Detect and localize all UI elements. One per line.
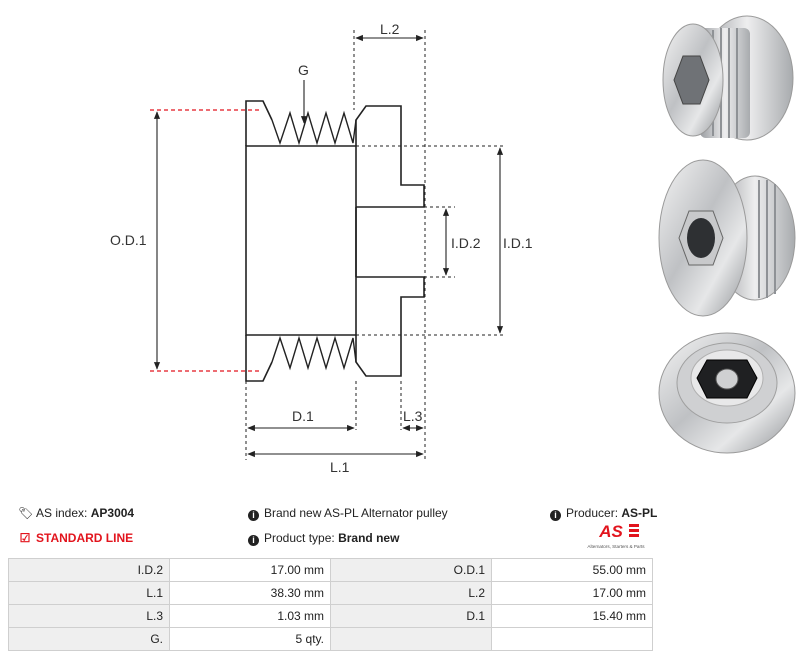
info-icon: i bbox=[248, 510, 259, 521]
info-icon: i bbox=[550, 510, 561, 521]
spec-value-cell: 17.00 mm bbox=[169, 558, 331, 582]
as-pl-logo: AS Alternators, Starters & Parts bbox=[587, 522, 645, 549]
as-index-value: AP3004 bbox=[90, 506, 135, 520]
svg-text:Alternators, Starters & Parts: Alternators, Starters & Parts bbox=[587, 544, 645, 549]
spec-key-cell: L.2 bbox=[330, 581, 492, 605]
belt-grooves-top bbox=[271, 110, 357, 146]
spec-key-cell: L.1 bbox=[8, 581, 170, 605]
spec-value-cell: 1.03 mm bbox=[169, 604, 331, 628]
spec-key-cell bbox=[330, 627, 492, 651]
label-id1: I.D.1 bbox=[503, 235, 533, 251]
spec-key-cell: I.D.2 bbox=[8, 558, 170, 582]
pulley-side-view-photo bbox=[662, 15, 794, 141]
label-d1: D.1 bbox=[292, 408, 314, 424]
spec-value-cell bbox=[491, 627, 653, 651]
spec-key-cell: D.1 bbox=[330, 604, 492, 628]
pulley-rear-view-photo bbox=[658, 332, 796, 454]
product-type-value: Brand new bbox=[338, 531, 400, 545]
spec-value-cell: 15.40 mm bbox=[491, 604, 653, 628]
spec-value-cell: 17.00 mm bbox=[491, 581, 653, 605]
label-od1: O.D.1 bbox=[110, 232, 147, 248]
label-l3: L.3 bbox=[403, 408, 423, 424]
product-photos bbox=[658, 15, 796, 454]
spec-value-cell: 38.30 mm bbox=[169, 581, 331, 605]
check-square-icon: ☑ bbox=[19, 531, 31, 545]
dimension-lines bbox=[153, 34, 504, 458]
standard-line-badge: ☑STANDARD LINE bbox=[19, 531, 134, 545]
tag-icon: 🏷︎ bbox=[18, 506, 34, 520]
producer-value: AS-PL bbox=[621, 506, 658, 520]
info-icon: i bbox=[248, 535, 259, 546]
label-l2: L.2 bbox=[380, 21, 400, 37]
svg-text:AS: AS bbox=[598, 522, 623, 541]
label-id2: I.D.2 bbox=[451, 235, 481, 251]
pulley-technical-drawing: G O.D.1 I.D.1 I.D.2 L.2 D.1 L.3 L.1 bbox=[110, 21, 533, 475]
spec-value-cell: 55.00 mm bbox=[491, 558, 653, 582]
label-l1: L.1 bbox=[330, 459, 350, 475]
spec-key-cell: O.D.1 bbox=[330, 558, 492, 582]
belt-grooves-bottom bbox=[271, 335, 357, 371]
spec-key-cell: L.3 bbox=[8, 604, 170, 628]
extension-lines bbox=[245, 30, 505, 460]
as-index: 🏷︎AS index: AP3004 bbox=[18, 506, 135, 520]
label-g: G bbox=[298, 62, 309, 78]
spec-value-cell: 5 qty. bbox=[169, 627, 331, 651]
pulley-front-view-photo bbox=[658, 159, 796, 317]
reference-lines bbox=[150, 109, 262, 372]
spec-key-cell: G. bbox=[8, 627, 170, 651]
table-row: G.5 qty. bbox=[8, 627, 653, 651]
